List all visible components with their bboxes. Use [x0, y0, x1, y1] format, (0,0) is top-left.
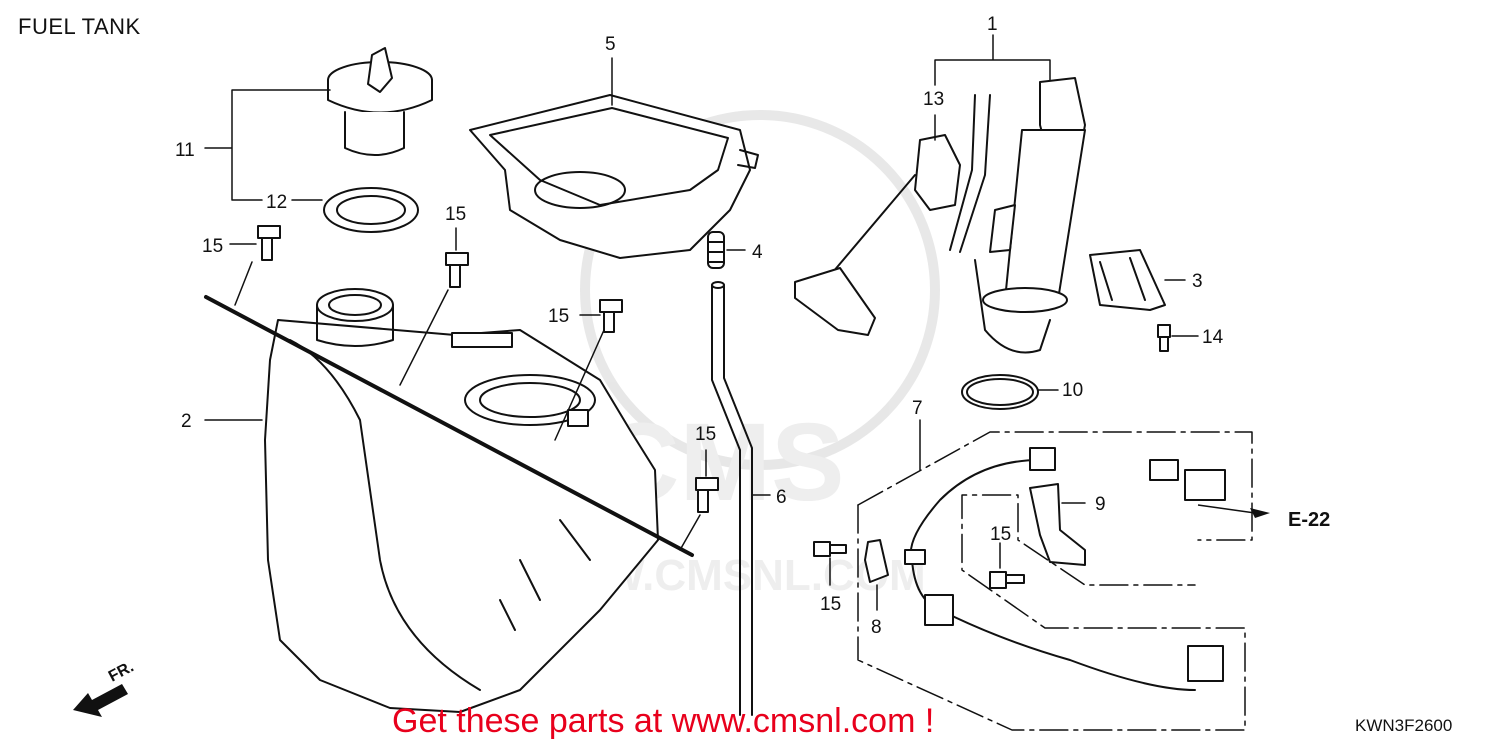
- callout-11: 11: [175, 140, 195, 161]
- bolt-15-d-part[interactable]: [695, 477, 719, 513]
- fuel-tank-part[interactable]: [264, 288, 659, 713]
- callout-15-c: 15: [548, 306, 569, 327]
- front-direction-arrow: FR.: [73, 658, 137, 717]
- drawing-code: KWN3F2600: [1355, 716, 1453, 735]
- bolt-15-b-part[interactable]: [445, 252, 469, 288]
- callout-15-e: 15: [820, 594, 841, 615]
- leader-lines: [204, 34, 1199, 611]
- front-direction-label: FR.: [106, 658, 137, 685]
- promo-link[interactable]: Get these parts at www.cmsnl.com !: [392, 702, 935, 740]
- breather-tube-part[interactable]: [711, 281, 753, 716]
- callout-4: 4: [752, 242, 763, 263]
- callout-6: 6: [776, 487, 787, 508]
- fuel-level-sender-part[interactable]: [794, 94, 991, 336]
- bolt-15-f-part[interactable]: [989, 571, 1025, 589]
- callout-8: 8: [871, 617, 882, 638]
- fuel-pump-harness-part[interactable]: [904, 447, 1226, 691]
- tank-strip-part: [204, 295, 694, 557]
- diagram-title: FUEL TANK: [18, 14, 141, 39]
- callout-2: 2: [181, 411, 192, 432]
- callout-14: 14: [1202, 327, 1224, 348]
- cap-gasket-part[interactable]: [323, 187, 419, 233]
- reference-e22[interactable]: E-22: [1197, 504, 1330, 531]
- harness-bracket-part[interactable]: [1029, 483, 1086, 566]
- bolt-15-e-part[interactable]: [813, 541, 847, 557]
- callout-labels: 1 2 3 4 5 6 7 8 9 10 11 12 13 14 15 15 1…: [175, 14, 1224, 638]
- callout-9: 9: [1095, 494, 1106, 515]
- callout-1: 1: [987, 14, 998, 35]
- tank-tray-part[interactable]: [469, 94, 759, 259]
- fuel-cap-part[interactable]: [327, 47, 433, 156]
- wire-clamp-part[interactable]: [864, 539, 889, 583]
- fuel-pump-part[interactable]: [974, 77, 1086, 354]
- group-outline: [857, 431, 1253, 731]
- reference-label: E-22: [1288, 509, 1330, 531]
- callout-15-b: 15: [445, 204, 466, 225]
- pump-clip-part[interactable]: [1089, 249, 1166, 311]
- bolt-15-c-part[interactable]: [599, 299, 623, 333]
- callout-10: 10: [1062, 380, 1083, 401]
- callout-3: 3: [1192, 271, 1203, 292]
- o-ring-part[interactable]: [961, 374, 1039, 410]
- screw-14-part[interactable]: [1157, 324, 1171, 352]
- callout-5: 5: [605, 34, 616, 55]
- callout-15-d: 15: [695, 424, 716, 445]
- callout-12: 12: [266, 192, 287, 213]
- bolt-15-a-part[interactable]: [257, 225, 281, 261]
- callout-13: 13: [923, 89, 944, 110]
- callout-15-a: 15: [202, 236, 223, 257]
- callout-7: 7: [912, 398, 923, 419]
- callout-15-f: 15: [990, 524, 1011, 545]
- grommet-part[interactable]: [707, 231, 725, 269]
